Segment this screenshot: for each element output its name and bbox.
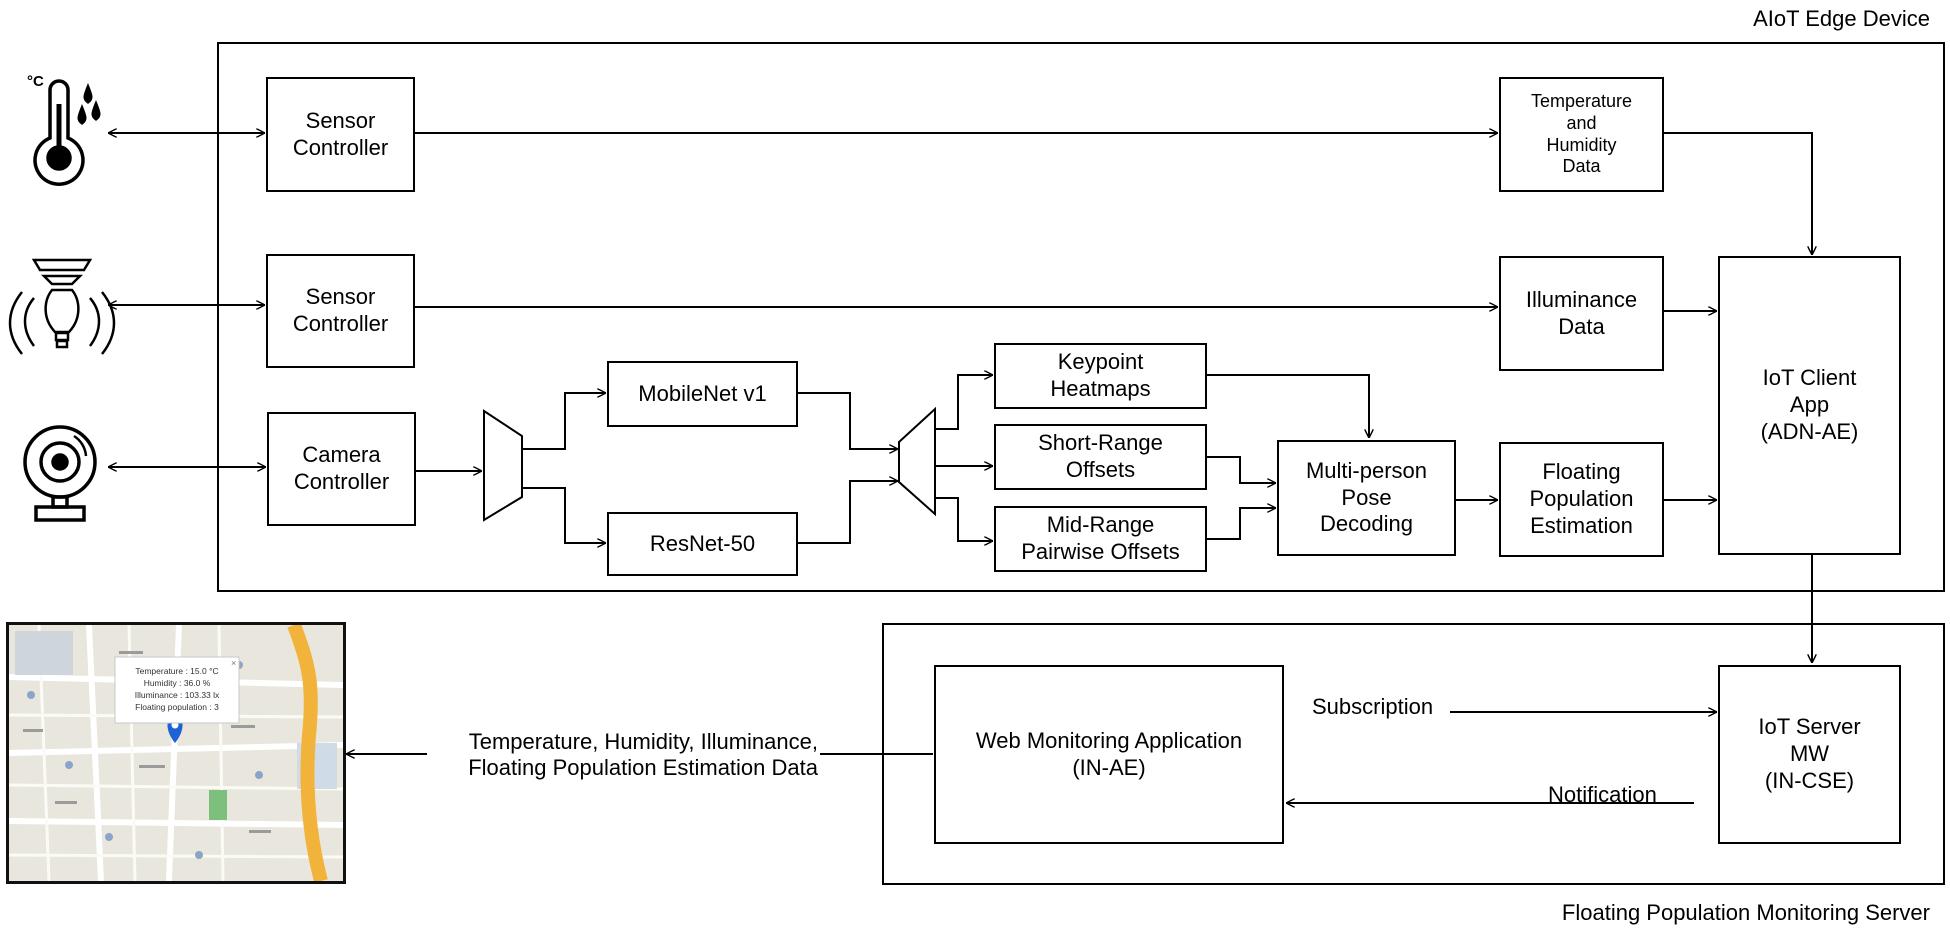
map-popup-close-icon: × bbox=[231, 658, 236, 668]
mid-range-offsets-box: Mid-Range Pairwise Offsets bbox=[994, 506, 1207, 572]
edge-device-frame bbox=[217, 42, 1945, 592]
edge-mobilenet-mux bbox=[798, 392, 898, 449]
edge-demux-resnet bbox=[522, 487, 606, 543]
notification-label: Notification bbox=[1548, 782, 1657, 807]
edge-mux-keypoint bbox=[935, 375, 993, 430]
map-screenshot: Temperature : 15.0 °C Humidity : 36.0 % … bbox=[6, 622, 346, 884]
edge-mid-decoding bbox=[1207, 508, 1276, 540]
map-background: Temperature : 15.0 °C Humidity : 36.0 % … bbox=[9, 625, 343, 881]
keypoint-heatmaps-box: Keypoint Heatmaps bbox=[994, 343, 1207, 409]
map-popup-line-2: Humidity : 36.0 % bbox=[144, 678, 211, 688]
iot-client-app-box: IoT Client App (ADN-AE) bbox=[1718, 256, 1901, 555]
thermometer-icon bbox=[33, 79, 101, 186]
edge-device-title: AIoT Edge Device bbox=[1753, 6, 1930, 31]
light-sensor-icon bbox=[8, 258, 116, 355]
map-popup-line-1: Temperature : 15.0 °C bbox=[135, 666, 218, 676]
mobilenet-box: MobileNet v1 bbox=[607, 361, 798, 427]
edge-keypoint-decoding bbox=[1207, 374, 1369, 438]
subscription-label: Subscription bbox=[1312, 694, 1434, 719]
mux-shape bbox=[898, 406, 936, 517]
short-range-offsets-box: Short-Range Offsets bbox=[994, 424, 1207, 490]
output-data-label: Temperature, Humidity, Illuminance, Floa… bbox=[468, 729, 818, 781]
pose-decoding-box: Multi-person Pose Decoding bbox=[1277, 440, 1456, 556]
floating-population-box: Floating Population Estimation bbox=[1499, 442, 1664, 557]
server-title: Floating Population Monitoring Server bbox=[1561, 900, 1930, 925]
edge-mux-mid bbox=[935, 497, 993, 541]
camera-controller: Camera Controller bbox=[267, 412, 416, 526]
edge-temp-client bbox=[1664, 132, 1812, 255]
sensor-controller-2: Sensor Controller bbox=[266, 254, 415, 368]
map-popup-line-4: Floating population : 3 bbox=[135, 702, 219, 712]
map-popup bbox=[114, 656, 240, 724]
iot-server-box: IoT Server MW (IN-CSE) bbox=[1718, 665, 1901, 844]
resnet-box: ResNet-50 bbox=[607, 512, 798, 576]
temp-humidity-data-box: Temperature and Humidity Data bbox=[1499, 77, 1664, 192]
web-monitoring-app-box: Web Monitoring Application (IN-AE) bbox=[934, 665, 1284, 844]
edge-demux-mobilenet bbox=[522, 393, 606, 450]
degree-c-mark: °C bbox=[27, 73, 44, 90]
sensor-controller-1: Sensor Controller bbox=[266, 77, 415, 192]
demux-shape bbox=[483, 409, 523, 522]
webcam-icon bbox=[23, 425, 97, 522]
edge-resnet-mux bbox=[798, 481, 898, 544]
map-popup-line-3: Illuminance : 103.33 lx bbox=[135, 690, 220, 700]
illuminance-data-box: Illuminance Data bbox=[1499, 256, 1664, 371]
edge-short-decoding bbox=[1207, 456, 1276, 483]
